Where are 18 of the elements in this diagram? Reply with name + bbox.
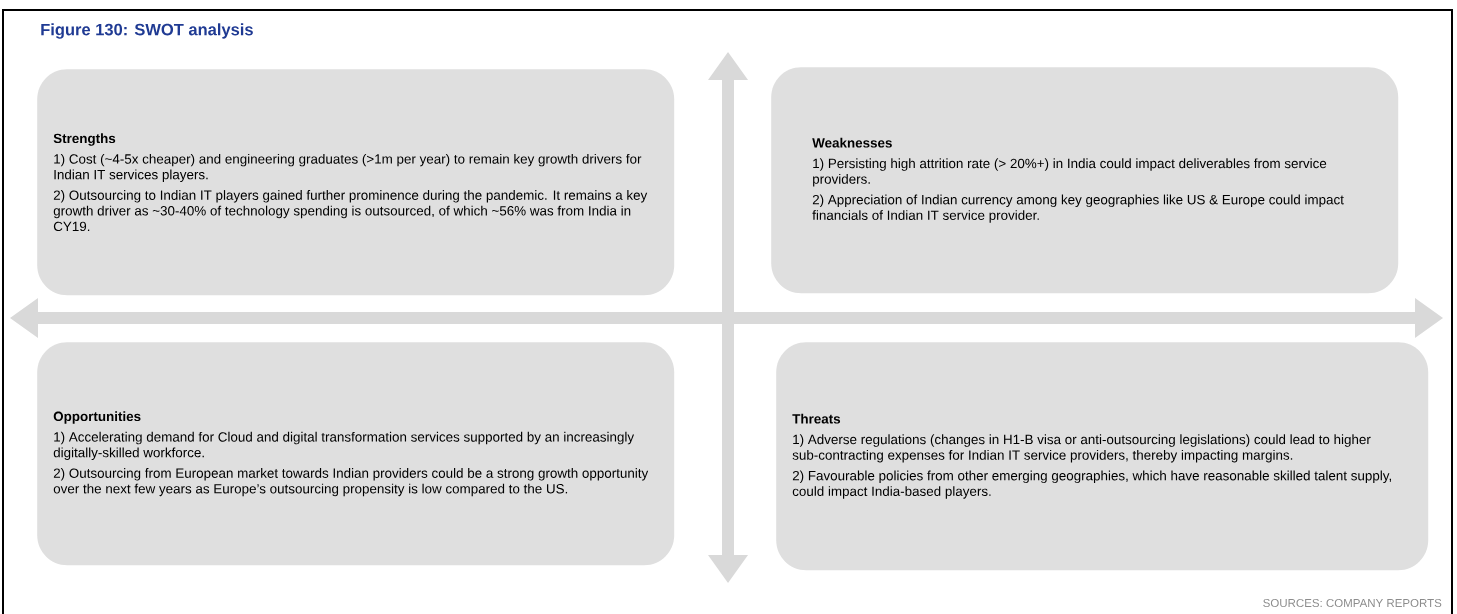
paragraph: 1) Accelerating demand for Cloud and digital transformation services supported by an increasingly digitally-skilled workforce. [53, 431, 635, 460]
quadrant-box [37, 342, 675, 566]
paragraph: 1) Cost (~4-5x cheaper) and engineering graduates (>1m per year) to remain key growth drivers for Indian IT services players. [54, 153, 642, 182]
quadrant-box [776, 342, 1429, 571]
quadrant-box [37, 69, 675, 296]
paragraph: 1) Persisting high attrition rate (> 20%+) in India could impact deliverables from service providers. [813, 158, 1327, 187]
paragraph: 2) Outsourcing from European market towards Indian providers could be a strong growth opportunity over the next few years as Europe’s outsourcing propensity is low compared to the US. [53, 468, 649, 497]
source-note: SOURCES: COMPANY REPORTS [1263, 598, 1442, 608]
quadrant-box [771, 67, 1399, 294]
paragraph: 2) Outsourcing to Indian IT players gained further prominence during the pandemic. It remains a key growth driver as ~30-40% of technology spending is outsourced, of which ~56% was from India in CY19. [53, 190, 648, 232]
heading: Strengths [53, 133, 116, 146]
heading: Weaknesses [812, 137, 892, 148]
title: Figure 130: SWOT analysis [41, 23, 253, 39]
paragraph: 2) Favourable policies from other emerging geographies, which have reasonable skilled talent supply, could impact India-based players. [792, 470, 1391, 499]
paragraph: 1) Adverse regulations (changes in H1-B visa or anti-outsourcing legislations) could lead to higher sub-contracting expenses for Indian IT service providers, thereby impacting margins. [792, 434, 1371, 463]
paragraph: 2) Appreciation of Indian currency among key geographies like US & Europe could impact financials of Indian IT service provider. [812, 194, 1344, 223]
heading: Opportunities [53, 411, 141, 424]
heading: Threats [792, 413, 841, 424]
